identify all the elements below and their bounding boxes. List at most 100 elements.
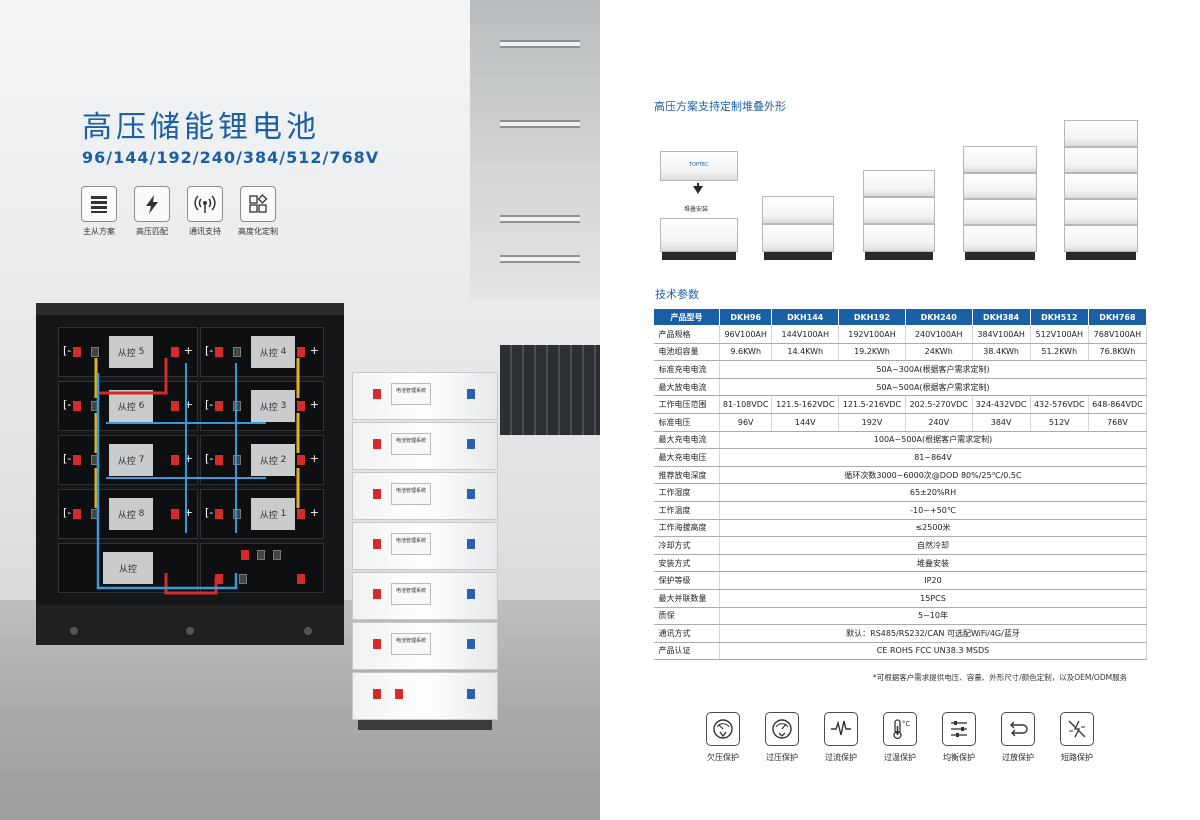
table-row: 通讯方式默认：RS485/RS232/CAN 可选配WiFi/4G/蓝牙	[653, 624, 1147, 643]
master-module-label: 从控	[118, 564, 137, 575]
cables	[94, 358, 300, 595]
install-label: 堆叠安装	[684, 206, 709, 213]
table-row: 工作电压范围 81-108VDC 121.5-162VDC 121.5-216V…	[653, 395, 1148, 414]
tower-unit: 电池管理系统	[352, 472, 498, 520]
table-row: 冷却方式自然冷却	[653, 536, 1147, 555]
battery-cabinet: [- 从控 5 + [- 从控 6 + [- 从控 7 + [- 从控 8 + …	[36, 303, 344, 645]
balance-icon	[942, 712, 976, 746]
svg-text:°C: °C	[902, 720, 911, 728]
overdischarge-icon	[1001, 712, 1035, 746]
row-name: 工作温度	[653, 501, 720, 520]
feature-label: 高度化定制	[238, 227, 278, 236]
feature-label: 通讯支持	[189, 227, 221, 236]
slave-module-label: 从控	[259, 348, 278, 359]
cell: 432-576VDC	[1030, 395, 1089, 414]
stack-unit	[963, 173, 1037, 199]
tower-unit: 电池管理系统	[352, 372, 498, 420]
slave-module-number: 1	[280, 509, 287, 519]
protection-label: 短路保护	[1061, 753, 1093, 762]
cell: 512V	[1030, 413, 1089, 432]
protection-label: 过放保护	[1002, 753, 1034, 762]
cell: 121.5-216VDC	[838, 395, 906, 414]
row-name: 最大充电电流	[653, 431, 720, 450]
stack-unit-top: TOPTEC	[660, 151, 738, 181]
cell: 240V100AH	[905, 325, 973, 344]
feature-communication: 通讯支持	[175, 186, 235, 237]
cell: 14.4KWh	[771, 343, 840, 362]
bms-screen: 电池管理系统	[391, 533, 431, 555]
signal-icon	[187, 186, 223, 222]
cell: 96V	[719, 413, 773, 432]
stack-unit	[863, 224, 935, 252]
table-header: DKH384	[971, 308, 1031, 326]
cell: 324-432VDC	[972, 395, 1031, 414]
table-header: DKH512	[1029, 308, 1089, 326]
cell: 65±20%RH	[719, 483, 1147, 502]
protection-label: 过压保护	[766, 753, 798, 762]
short-circuit-icon	[1060, 712, 1094, 746]
protection-short-circuit: 短路保护	[1051, 712, 1103, 763]
slave-module-label: 从控	[259, 456, 278, 467]
page-title: 高压储能锂电池	[82, 110, 320, 145]
table-header-row: 产品型号 DKH96 DKH144 DKH192 DKH240 DKH384 D…	[653, 308, 1148, 326]
table-row: 电池组容量 9.6KWh 14.4KWh 19.2KWh 24KWh 38.4K…	[653, 343, 1148, 362]
protection-overdischarge: 过放保护	[992, 712, 1044, 763]
table-row: 工作温度-10~+50℃	[653, 501, 1147, 520]
cell: 512V100AH	[1030, 325, 1089, 344]
stack-unit	[762, 224, 834, 252]
table-row: 安装方式堆叠安装	[653, 554, 1147, 573]
stack-unit	[863, 170, 935, 197]
table-row: 推荐放电深度循环次数3000~6000次@DOD 80%/25℃/0.5C	[653, 466, 1147, 485]
row-name: 冷却方式	[653, 536, 720, 555]
slave-module-number: 7	[138, 455, 145, 465]
row-name: 最大并联数量	[653, 589, 720, 608]
row-name: 电池组容量	[653, 343, 720, 362]
undervoltage-icon	[706, 712, 740, 746]
left-page: 高压储能锂电池 96/144/192/240/384/512/768V 主从方案…	[0, 0, 600, 820]
cell: CE ROHS FCC UN38.3 MSDS	[719, 642, 1147, 661]
feature-customization: 高度化定制	[228, 186, 288, 237]
cell: 自然冷却	[719, 536, 1147, 555]
ceiling-light	[500, 215, 580, 223]
row-name: 工作海拔高度	[653, 519, 720, 538]
feature-label: 主从方案	[83, 227, 115, 236]
stack-unit	[1064, 173, 1138, 199]
list-icon	[81, 186, 117, 222]
cell: 121.5-162VDC	[771, 395, 840, 414]
arrow-down-icon	[693, 186, 703, 194]
row-name: 通讯方式	[653, 624, 720, 643]
bms-screen: 电池管理系统	[391, 583, 431, 605]
protection-overtemperature: °C 过温保护	[874, 712, 926, 763]
table-row: 产品规格 96V100AH 144V100AH 192V100AH 240V10…	[653, 325, 1148, 344]
stack-unit	[963, 146, 1037, 173]
cell: 100A~500A(根据客户需求定制)	[719, 431, 1147, 450]
stack-unit	[1064, 120, 1138, 147]
cell: 81~864V	[719, 448, 1147, 467]
cell: 96V100AH	[719, 325, 773, 344]
table-header: DKH240	[904, 308, 973, 326]
stack-feet	[662, 252, 736, 260]
cell: 50A~300A(根据客户需求定制)	[719, 360, 1147, 379]
stack-unit	[1064, 147, 1138, 173]
cell: 384V100AH	[972, 325, 1031, 344]
slave-module: [- 从控 2 +	[200, 435, 324, 485]
params-section-title: 技术参数	[655, 288, 699, 301]
stack-feet	[1066, 252, 1136, 260]
slave-module: [- 从控 4 +	[200, 327, 324, 377]
cell: 24KWh	[905, 343, 973, 362]
feature-label: 高压匹配	[136, 227, 168, 236]
protection-overcurrent: 过流保护	[815, 712, 867, 763]
cell: 202.5-270VDC	[905, 395, 973, 414]
slave-module: [- 从控 1 +	[200, 489, 324, 539]
table-row: 工作海拔高度≤2500米	[653, 519, 1147, 538]
table-header: DKH144	[771, 308, 840, 326]
row-name: 标准充电电流	[653, 360, 720, 379]
slave-module-label: 从控	[117, 510, 136, 521]
ceiling-light	[500, 120, 580, 128]
stack-feet	[865, 252, 933, 260]
cell: 5~10年	[719, 607, 1147, 626]
